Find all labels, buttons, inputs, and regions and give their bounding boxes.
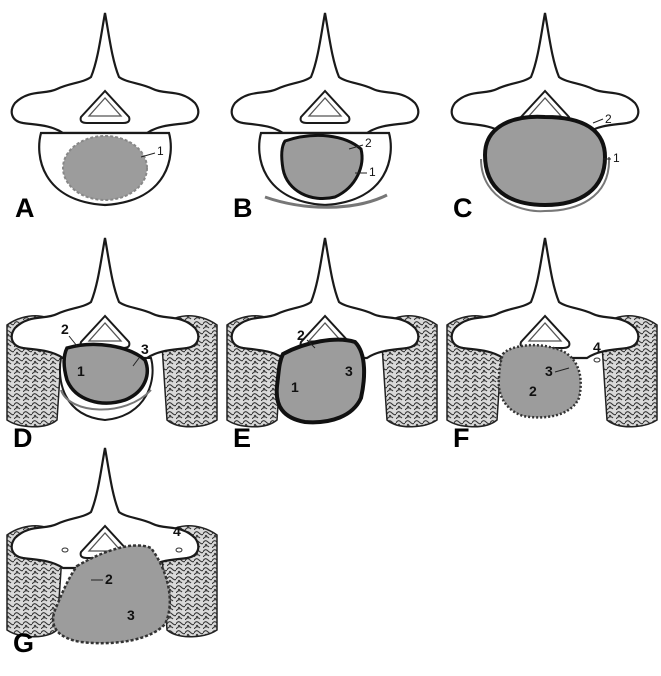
label-1: 1 [369, 165, 376, 179]
tumor-region [277, 340, 364, 423]
label-1: 1 [613, 151, 620, 165]
panel-letter-g: G [13, 630, 34, 657]
vertebra-diagram-d: 2 1 3 [5, 230, 220, 455]
label-2: 2 [61, 321, 69, 337]
panel-c: 2 1 C [445, 5, 660, 230]
panel-a: 1 A [5, 5, 220, 230]
vertebra-diagram-c: 2 1 [445, 5, 660, 230]
label-2: 2 [605, 112, 612, 126]
panel-e: 2 1 3 E [225, 230, 440, 455]
label-4: 4 [173, 523, 181, 539]
panel-d: 2 1 3 D [5, 230, 220, 455]
tumor-region [63, 136, 147, 200]
label-1: 1 [77, 363, 85, 379]
vertebra-diagram-f: 4 3 2 [445, 230, 660, 455]
label-3: 3 [345, 363, 353, 379]
label-3: 3 [127, 607, 135, 623]
vertebra-diagram-b: 2 1 [225, 5, 440, 230]
label-1: 1 [291, 379, 299, 395]
panel-b: 2 1 B [225, 5, 440, 230]
label-1: 1 [157, 144, 164, 158]
label-2: 2 [365, 136, 372, 150]
tumor-region [499, 345, 581, 417]
vertebra-diagram-a: 1 [5, 5, 220, 230]
panel-letter-a: A [15, 195, 35, 222]
label-2: 2 [105, 571, 113, 587]
panel-g: 4 2 3 G [5, 440, 230, 676]
label-3: 3 [545, 363, 553, 379]
panel-f: 4 3 2 F [445, 230, 660, 455]
tumor-region [485, 117, 605, 205]
panel-letter-e: E [233, 425, 251, 452]
label-2: 2 [529, 383, 537, 399]
panel-letter-b: B [233, 195, 253, 222]
panel-letter-c: C [453, 195, 473, 222]
label-3: 3 [141, 341, 149, 357]
label-4: 4 [593, 339, 601, 355]
panel-letter-f: F [453, 425, 470, 452]
vertebra-diagram-e: 2 1 3 [225, 230, 440, 455]
label-2: 2 [297, 327, 305, 343]
vertebra-diagram-g: 4 2 3 [5, 440, 230, 676]
